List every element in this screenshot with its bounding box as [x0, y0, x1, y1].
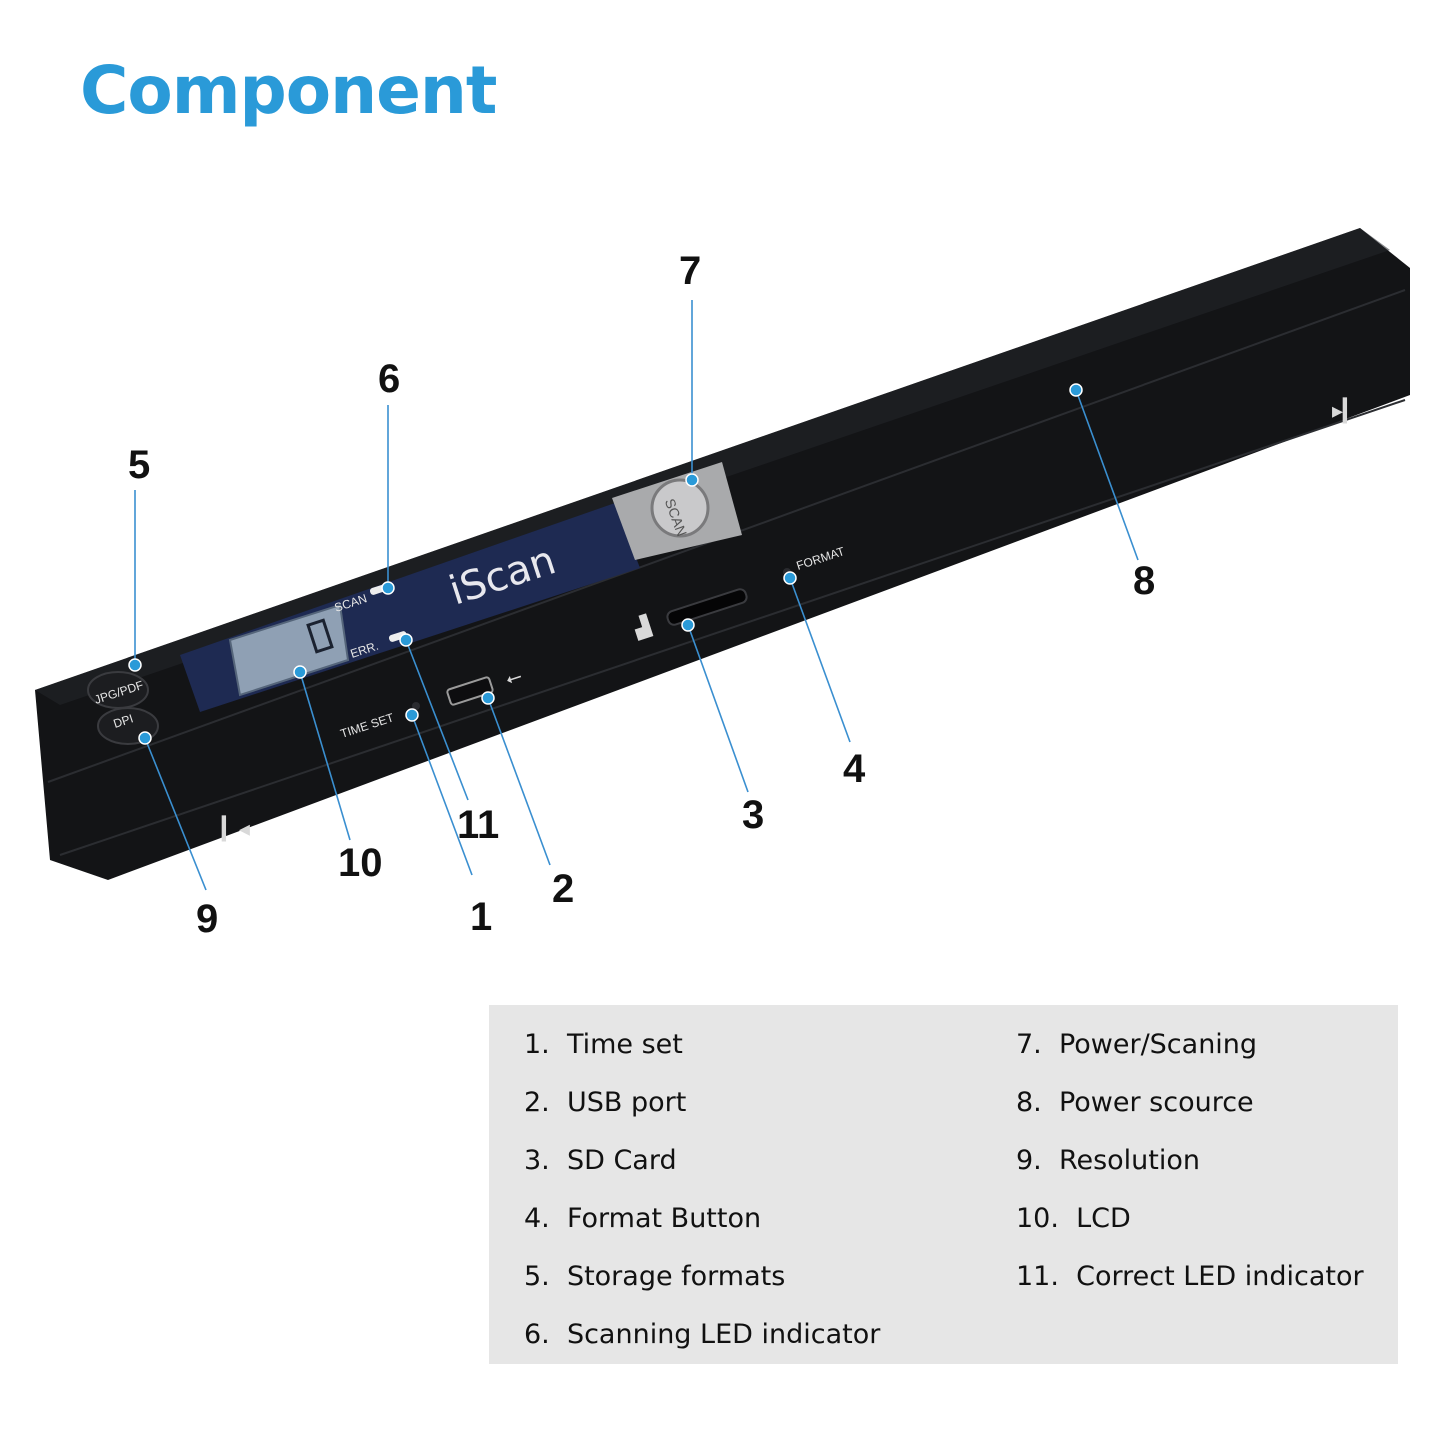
left-end-arrow-icon: ▎◂	[221, 815, 250, 842]
callout-dot-2	[481, 691, 495, 705]
power-scan-button[interactable]	[650, 478, 710, 538]
page-title: Component	[80, 52, 497, 129]
callout-number-11: 11	[457, 803, 499, 847]
legend-label: Scanning LED indicator	[566, 1319, 881, 1350]
legend-label: Format Button	[566, 1203, 762, 1234]
legend-number: 5.	[524, 1261, 550, 1292]
usb-port[interactable]	[446, 676, 494, 706]
legend-label: LCD	[1076, 1203, 1131, 1234]
legend-label: Time set	[566, 1029, 683, 1060]
lcd-screen	[228, 603, 350, 697]
right-end-arrow-icon: ▸▎	[1332, 397, 1360, 424]
callout-dot-4	[783, 571, 797, 585]
usb-icon: ⭠	[502, 663, 525, 691]
callout-line-11	[405, 639, 469, 801]
legend-number: 3.	[524, 1145, 550, 1176]
callout-number-10: 10	[338, 841, 383, 885]
lcd-digit	[306, 618, 334, 654]
legend-number: 9.	[1016, 1145, 1042, 1176]
legend-number: 7.	[1016, 1029, 1042, 1060]
legend-item: 8. Power scource	[1016, 1087, 1254, 1118]
legend-number: 10.	[1016, 1203, 1059, 1234]
callout-dot-9	[138, 731, 152, 745]
callout-number-2: 2	[552, 867, 574, 911]
legend-number: 1.	[524, 1029, 550, 1060]
callout-dot-1	[405, 708, 419, 722]
legend-label: Correct LED indicator	[1076, 1261, 1364, 1292]
legend-item: 3. SD Card	[524, 1145, 677, 1176]
callout-dot-10	[293, 665, 307, 679]
legend-label: Resolution	[1058, 1145, 1201, 1176]
legend-number: 6.	[524, 1319, 550, 1350]
callout-dot-7	[685, 473, 699, 487]
legend-number: 8.	[1016, 1087, 1042, 1118]
err-led	[388, 631, 407, 642]
legend-item: 6. Scanning LED indicator	[524, 1319, 880, 1350]
callout-dot-8	[1069, 383, 1083, 397]
legend-item: 11. Correct LED indicator	[1016, 1261, 1364, 1292]
time-set-hole[interactable]	[412, 702, 420, 710]
legend-label: USB port	[566, 1087, 687, 1118]
callout-lines	[134, 300, 1139, 891]
legend-number: 4.	[524, 1203, 550, 1234]
callout-dot-11	[399, 633, 413, 647]
legend-label: SD Card	[566, 1145, 677, 1176]
legend-item: 10. LCD	[1016, 1203, 1131, 1234]
callout-number-3: 3	[742, 793, 764, 837]
callout-dots	[128, 383, 1083, 745]
callout-line-9	[144, 737, 207, 891]
callout-number-9: 9	[196, 897, 218, 941]
callout-line-3	[687, 624, 749, 793]
dpi-button-label: DPI	[112, 711, 135, 730]
callout-dot-5	[128, 658, 142, 672]
callout-number-8: 8	[1133, 559, 1155, 603]
callout-line-8	[1075, 389, 1139, 561]
legend-panel: 1. Time set 2. USB port 3. SD Card 4. Fo…	[489, 1005, 1398, 1364]
legend-label: Storage formats	[566, 1261, 786, 1292]
callout-line-4	[789, 577, 851, 743]
sd-card-slot[interactable]	[666, 588, 748, 627]
callout-number-4: 4	[843, 747, 866, 791]
legend-item: 1. Time set	[524, 1029, 683, 1060]
scanner-diagram: iScan SCAN JPG/PDF DPI SCAN ERR. TIME SE…	[35, 228, 1410, 941]
callout-number-6: 6	[378, 357, 400, 401]
scanner-body	[35, 228, 1410, 880]
legend-label: Power scource	[1058, 1087, 1254, 1118]
callout-line-1	[411, 714, 473, 876]
callout-number-1: 1	[470, 895, 492, 939]
legend-item: 4. Format Button	[524, 1203, 761, 1234]
callout-number-5: 5	[128, 443, 150, 487]
legend-item: 9. Resolution	[1016, 1145, 1200, 1176]
legend-label: Power/Scaning	[1058, 1029, 1258, 1060]
scanner-device: iScan SCAN JPG/PDF DPI SCAN ERR. TIME SE…	[35, 228, 1410, 880]
callout-dot-3	[681, 618, 695, 632]
legend-number: 11.	[1016, 1261, 1059, 1292]
callout-line-2	[487, 697, 551, 866]
legend-item: 5. Storage formats	[524, 1261, 785, 1292]
scanner-bottom-line	[59, 399, 1406, 856]
callout-number-7: 7	[679, 249, 701, 293]
legend-item: 7. Power/Scaning	[1016, 1029, 1257, 1060]
legend-item: 2. USB port	[524, 1087, 686, 1118]
callout-dot-6	[381, 581, 395, 595]
legend-number: 2.	[524, 1087, 550, 1118]
callout-line-10	[299, 671, 351, 841]
